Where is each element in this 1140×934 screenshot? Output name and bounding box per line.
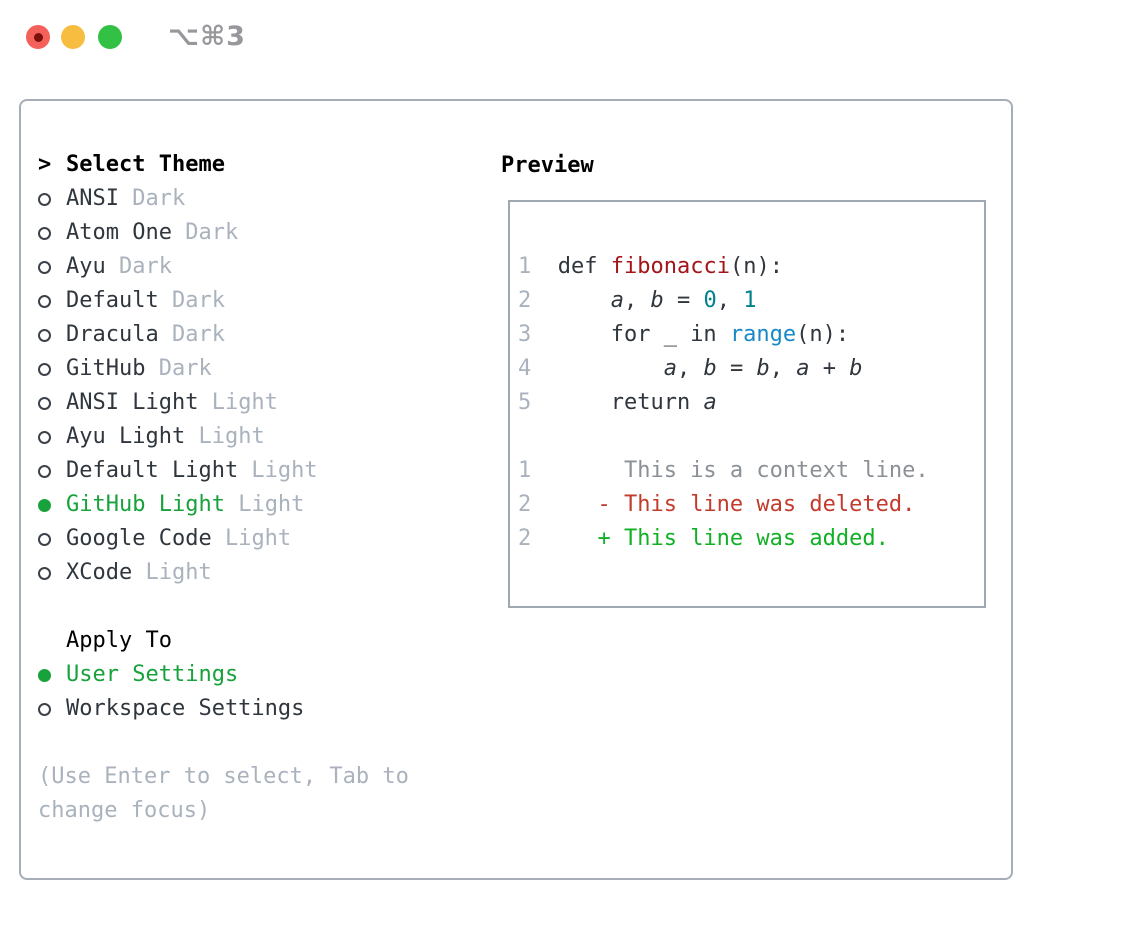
code-preview: 1 def fibonacci(n): 2 a, b = 0, 1 3 for _ … <box>510 202 984 556</box>
theme-list-item-github[interactable]: GitHub Dark <box>38 352 430 386</box>
apply-to-label: Workspace Settings <box>66 696 305 721</box>
theme-name: Ayu Light <box>66 424 186 449</box>
theme-list-item-ayu-light[interactable]: Ayu Light Light <box>38 420 430 454</box>
theme-name: GitHub Light <box>66 492 225 517</box>
theme-variant-tag: Dark <box>158 288 225 313</box>
theme-name: ANSI <box>66 186 119 211</box>
window-zoom-button[interactable] <box>98 25 122 49</box>
apply-to-item-user-settings[interactable]: User Settings <box>38 658 430 692</box>
radio-unselected-icon <box>38 566 51 580</box>
cursor-caret-icon: > <box>38 152 52 177</box>
code-line: 5 return a <box>518 390 717 415</box>
radio-unselected-icon <box>38 260 51 274</box>
unsaved-indicator-dot <box>33 32 43 42</box>
theme-list-item-default-light[interactable]: Default Light Light <box>38 454 430 488</box>
theme-list-item-dracula[interactable]: Dracula Dark <box>38 318 430 352</box>
code-line: 1 def fibonacci(n): <box>518 254 783 279</box>
radio-marker-box <box>38 566 66 580</box>
radio-marker-box <box>38 532 66 546</box>
theme-list-title: Select Theme <box>66 152 225 177</box>
theme-name: Ayu <box>66 254 106 279</box>
radio-marker-box <box>38 430 66 444</box>
keyboard-hint-text: (Use Enter to select, Tab to change focu… <box>38 764 409 823</box>
theme-list-item-github-light[interactable]: GitHub Light Light <box>38 488 430 522</box>
theme-name: Dracula <box>66 322 159 347</box>
apply-to-item-workspace-settings[interactable]: Workspace Settings <box>38 692 430 726</box>
theme-name: XCode <box>66 560 133 585</box>
radio-marker-box <box>38 226 66 240</box>
code-line: 4 a, b = b, a + b <box>518 356 863 381</box>
code-line: 2 - This line was deleted. <box>518 492 916 517</box>
theme-name: Default <box>66 288 159 313</box>
radio-unselected-icon <box>38 532 51 546</box>
theme-variant-tag: Light <box>132 560 212 585</box>
theme-variant-tag: Light <box>211 526 292 551</box>
theme-name: ANSI Light <box>66 390 199 415</box>
titlebar: ⌥⌘3 <box>0 0 1140 70</box>
radio-marker-box <box>38 328 66 342</box>
spacer <box>38 590 430 624</box>
theme-variant-tag: Light <box>238 458 318 483</box>
code-line: 2 + This line was added. <box>518 526 889 551</box>
theme-list-item-ansi-light[interactable]: ANSI Light Light <box>38 386 430 420</box>
theme-list-item-ayu[interactable]: Ayu Dark <box>38 250 430 284</box>
theme-variant-tag: Dark <box>145 356 212 381</box>
theme-name: Atom One <box>66 220 172 245</box>
theme-name: Default Light <box>66 458 239 483</box>
radio-unselected-icon <box>38 396 51 410</box>
theme-variant-tag: Dark <box>118 186 186 211</box>
code-line: 3 for _ in range(n): <box>518 322 850 347</box>
radio-marker-box <box>38 702 66 716</box>
theme-name: GitHub <box>66 356 146 381</box>
radio-unselected-icon <box>38 192 51 206</box>
theme-list-item-atom-one[interactable]: Atom One Dark <box>38 216 430 250</box>
theme-variant-tag: Dark <box>171 220 239 245</box>
preview-box: 1 def fibonacci(n): 2 a, b = 0, 1 3 for _ … <box>508 200 986 608</box>
radio-selected-icon <box>38 668 51 682</box>
radio-unselected-icon <box>38 328 51 342</box>
theme-list-item-google-code[interactable]: Google Code Light <box>38 522 430 556</box>
window-minimize-button[interactable] <box>61 25 85 49</box>
radio-unselected-icon <box>38 226 51 240</box>
radio-unselected-icon <box>38 430 51 444</box>
radio-unselected-icon <box>38 464 51 478</box>
theme-list-header: > Select Theme <box>38 148 430 182</box>
radio-unselected-icon <box>38 702 51 716</box>
theme-name: Google Code <box>66 526 212 551</box>
theme-variant-tag: Light <box>185 424 265 449</box>
radio-unselected-icon <box>38 362 51 376</box>
radio-marker-box <box>38 498 66 512</box>
code-line: 1 This is a context line. <box>518 458 929 483</box>
radio-marker-box <box>38 260 66 274</box>
radio-marker-box <box>38 362 66 376</box>
spacer <box>38 726 430 760</box>
theme-list-item-xcode[interactable]: XCode Light <box>38 556 430 590</box>
keyboard-shortcut-label: ⌥⌘3 <box>168 21 246 52</box>
apply-to-label: User Settings <box>66 662 239 687</box>
radio-unselected-icon <box>38 294 51 308</box>
radio-marker-box <box>38 464 66 478</box>
code-line: 2 a, b = 0, 1 <box>518 288 757 313</box>
theme-variant-tag: Dark <box>158 322 225 347</box>
radio-marker-box <box>38 396 66 410</box>
theme-list-item-ansi[interactable]: ANSI Dark <box>38 182 430 216</box>
window-close-button[interactable] <box>26 25 50 49</box>
radio-marker-box <box>38 294 66 308</box>
theme-variant-tag: Dark <box>105 254 172 279</box>
radio-selected-icon <box>38 498 51 512</box>
code-line <box>518 420 984 454</box>
theme-variant-tag: Light <box>198 390 278 415</box>
theme-list-item-default[interactable]: Default Dark <box>38 284 430 318</box>
radio-marker-box <box>38 192 66 206</box>
radio-marker-box <box>38 668 66 682</box>
preview-title: Preview <box>501 152 594 178</box>
apply-to-title: Apply To <box>66 628 172 653</box>
theme-variant-tag: Light <box>224 492 305 517</box>
